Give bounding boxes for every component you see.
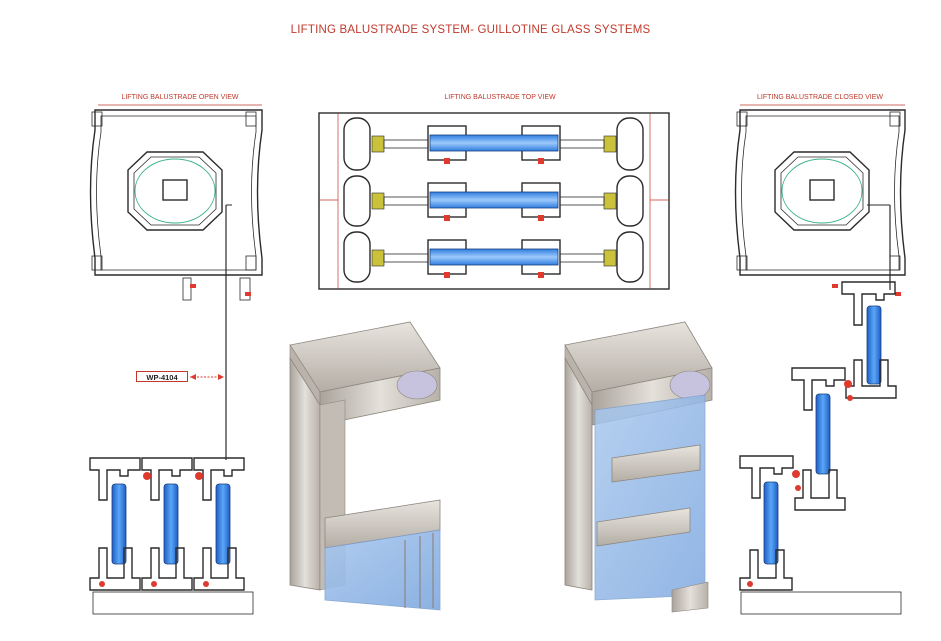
top-view-label: LIFTING BALUSTRADE TOP VIEW xyxy=(444,94,556,101)
profile-code-tag: WP-4104 xyxy=(136,371,188,382)
top-view-section xyxy=(318,112,670,290)
open-view-housing xyxy=(89,104,263,460)
page-title: LIFTING BALUSTRADE SYSTEM- GUILLOTINE GL… xyxy=(290,24,651,36)
open-view-label: LIFTING BALUSTRADE OPEN VIEW xyxy=(121,94,239,101)
closed-view-profiles xyxy=(739,281,902,615)
closed-view-label: LIFTING BALUSTRADE CLOSED VIEW xyxy=(756,94,884,101)
3d-view-closed xyxy=(564,321,713,613)
open-view-profiles xyxy=(89,457,254,615)
3d-view-open xyxy=(289,321,441,611)
closed-view-housing xyxy=(734,104,906,296)
